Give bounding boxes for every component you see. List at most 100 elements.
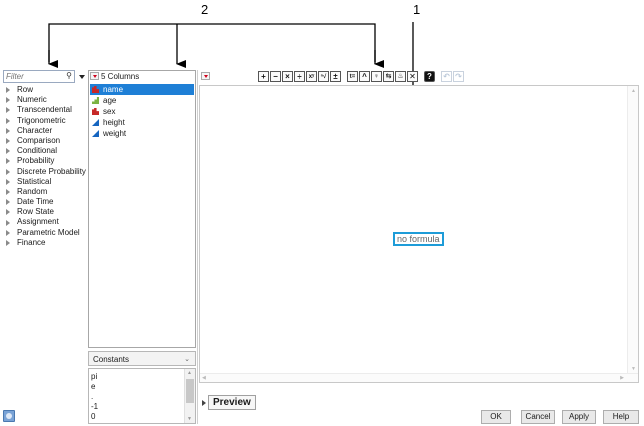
column-item-height[interactable]: height [90, 117, 194, 128]
assign-button[interactable]: t= [347, 71, 358, 82]
expand-arrow-icon[interactable] [6, 127, 10, 134]
scroll-thumb[interactable] [186, 379, 194, 403]
expand-arrow-icon[interactable] [6, 188, 10, 195]
function-category-item[interactable]: Parametric Model [4, 228, 88, 238]
function-category-item[interactable]: Random [4, 187, 88, 197]
expand-arrow-icon[interactable] [6, 219, 10, 226]
function-category-item[interactable]: Numeric [4, 95, 88, 105]
cancel-button[interactable]: Cancel [521, 410, 555, 424]
multiply-button[interactable]: × [282, 71, 293, 82]
expand-arrow-icon[interactable] [6, 199, 10, 206]
editor-vertical-scrollbar[interactable]: ▲ ▼ [627, 86, 638, 382]
function-category-item[interactable]: Conditional [4, 146, 88, 156]
function-category-item[interactable]: Row [4, 85, 88, 95]
expand-arrow-icon[interactable] [6, 209, 10, 216]
function-category-item[interactable]: Row State [4, 207, 88, 217]
column-item-sex[interactable]: sex [90, 106, 194, 117]
scroll-left-icon[interactable]: ◀ [202, 375, 206, 381]
function-filter[interactable]: ⚲ [3, 70, 75, 83]
caret-button[interactable]: ^ [359, 71, 370, 82]
expand-arrow-icon[interactable] [6, 117, 10, 124]
constant-item[interactable]: e [91, 382, 96, 391]
disclosure-icon[interactable] [202, 399, 206, 406]
undo-button[interactable]: ↶ [441, 71, 452, 82]
expand-arrow-icon[interactable] [6, 158, 10, 165]
column-item-name[interactable]: name [90, 84, 194, 95]
expand-arrow-icon[interactable] [6, 87, 10, 94]
function-category-item[interactable]: Finance [4, 238, 88, 248]
column-label: name [103, 85, 124, 94]
help-icon[interactable]: ? [424, 71, 435, 82]
columns-menu-button[interactable] [90, 72, 99, 80]
scroll-down-icon[interactable]: ▼ [631, 366, 636, 372]
scroll-down-icon[interactable]: ▼ [187, 416, 192, 422]
filter-menu-button[interactable] [77, 71, 86, 82]
expand-arrow-icon[interactable] [6, 178, 10, 185]
scroll-up-icon[interactable]: ▲ [631, 88, 636, 94]
subtract-button[interactable]: − [270, 71, 281, 82]
divide-button[interactable]: ÷ [294, 71, 305, 82]
column-item-weight[interactable]: weight [90, 128, 194, 139]
add-button[interactable]: + [258, 71, 269, 82]
function-category-item[interactable]: Discrete Probability [4, 167, 88, 177]
panel-divider[interactable] [197, 70, 198, 424]
help-button[interactable]: Help [603, 410, 639, 424]
constant-item[interactable]: . [91, 392, 94, 401]
formula-editor-canvas[interactable]: no formula ▲ ▼ ◀ ▶ [199, 85, 639, 383]
constants-scrollbar[interactable]: ▲ ▼ [184, 369, 195, 423]
expand-arrow-icon[interactable] [6, 107, 10, 114]
expand-arrow-icon[interactable] [6, 168, 10, 175]
callout-label-1: 1 [413, 2, 421, 17]
root-button[interactable]: ⁿ√ [318, 71, 329, 82]
function-category-item[interactable]: Date Time [4, 197, 88, 207]
column-item-age[interactable]: age [90, 95, 194, 106]
red-triangle-icon [203, 75, 208, 78]
apply-button[interactable]: Apply [562, 410, 596, 424]
function-category-item[interactable]: Assignment [4, 217, 88, 227]
editor-horizontal-scrollbar[interactable]: ◀ ▶ [200, 373, 638, 382]
function-category-item[interactable]: Character [4, 126, 88, 136]
redo-button[interactable]: ↷ [453, 71, 464, 82]
delete-button[interactable]: ✕ [407, 71, 418, 82]
swap-button[interactable]: ⇆ [383, 71, 394, 82]
expand-arrow-icon[interactable] [6, 239, 10, 246]
expand-arrow-icon[interactable] [6, 97, 10, 104]
expand-arrow-icon[interactable] [6, 148, 10, 155]
continuous-modeling-type-icon [92, 130, 99, 137]
app-icon[interactable] [3, 410, 15, 422]
continuous-modeling-type-icon [92, 119, 99, 126]
preview-outline[interactable]: Preview [200, 395, 256, 410]
function-type-select[interactable]: Constants ⌄ [88, 351, 196, 366]
editor-menu-button[interactable] [201, 72, 210, 80]
plusminus-button[interactable]: ± [330, 71, 341, 82]
function-category-item[interactable]: Probability [4, 156, 88, 166]
function-category-item[interactable]: Trigonometric [4, 116, 88, 126]
constant-item[interactable]: 0 [91, 412, 96, 421]
function-category-label: Date Time [17, 197, 54, 207]
scroll-up-icon[interactable]: ▲ [187, 370, 192, 376]
function-category-item[interactable]: Transcendental [4, 105, 88, 115]
search-icon[interactable]: ⚲ [66, 71, 72, 80]
function-category-item[interactable]: Comparison [4, 136, 88, 146]
callout-bracket-2 [48, 23, 376, 62]
constant-item[interactable]: pi [91, 372, 98, 381]
function-category-item[interactable]: Statistical [4, 177, 88, 187]
power-button[interactable]: xʸ [306, 71, 317, 82]
formula-toolbar: + − × ÷ xʸ ⁿ√ ± t= ^ ♀ ⇆ ♨ ✕ ? ↶ ↷ [258, 71, 465, 84]
no-formula-placeholder[interactable]: no formula [393, 232, 444, 246]
function-category-label: Finance [17, 237, 46, 247]
function-category-label: Comparison [17, 135, 61, 145]
column-label: age [103, 96, 117, 105]
constant-item[interactable]: -1 [91, 402, 99, 411]
scroll-right-icon[interactable]: ▶ [620, 375, 624, 381]
local-variable-button[interactable]: ♀ [371, 71, 382, 82]
function-category-label: Row State [17, 207, 54, 217]
filter-input[interactable] [4, 71, 62, 82]
expand-arrow-icon[interactable] [6, 229, 10, 236]
expand-arrow-icon[interactable] [6, 138, 10, 145]
red-triangle-icon [92, 75, 97, 78]
ok-button[interactable]: OK [481, 410, 511, 424]
evaluate-button[interactable]: ♨ [395, 71, 406, 82]
